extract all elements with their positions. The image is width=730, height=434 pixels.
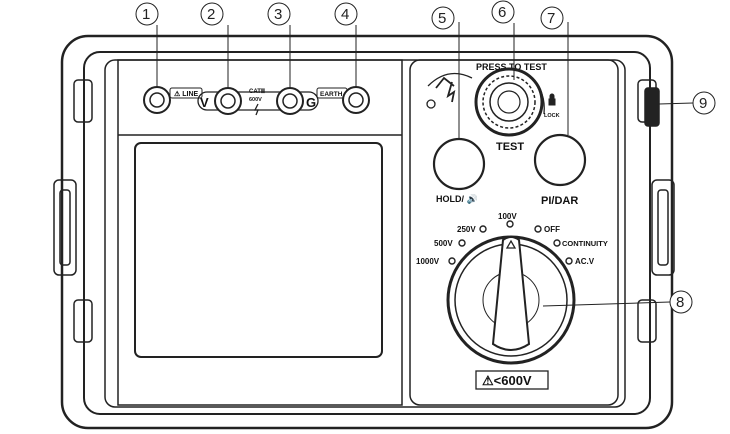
callout-9-number: 9 — [699, 95, 707, 112]
arc-arrow-icon — [427, 72, 473, 87]
right-bumper-ridges — [637, 79, 675, 343]
dial-label-500v: 500V — [434, 239, 453, 248]
g-label: G — [306, 95, 316, 110]
callout-8: 8 — [542, 290, 693, 314]
terminal-earth — [342, 86, 370, 114]
terminal-g — [276, 87, 304, 115]
hold-button[interactable] — [432, 137, 486, 191]
lock-icon — [548, 93, 556, 106]
dial-label-continuity: CONTINUITY — [562, 239, 608, 248]
lcd-display — [134, 142, 383, 358]
terminal-line — [143, 86, 171, 114]
callout-5-number: 5 — [438, 10, 446, 27]
dial-label-100v: 100V — [498, 212, 517, 221]
line-label: ⚠ LINE — [174, 90, 198, 98]
hold-label: HOLD/ 🔊 — [436, 193, 478, 205]
callout-4: 4 — [334, 2, 358, 87]
callout-7: 7 — [540, 6, 569, 135]
lock-label: LOCK — [544, 113, 560, 119]
dial-label-250v: 250V — [457, 225, 476, 234]
voltage-warning-box — [475, 370, 549, 390]
callout-8-number: 8 — [676, 294, 684, 311]
earth-label: EARTH — [320, 91, 343, 98]
voltage-warning-label: ⚠<600V — [482, 373, 532, 388]
callout-6: 6 — [491, 0, 515, 80]
cat-label: CATⅢ — [249, 88, 265, 95]
press-to-test-label: PRESS TO TEST — [476, 62, 547, 72]
pi-dar-button[interactable] — [533, 133, 587, 187]
callout-2: 2 — [200, 2, 229, 88]
meter-outer-case — [60, 34, 674, 430]
test-label: TEST — [496, 141, 524, 153]
cat-voltage: 600V — [249, 97, 262, 103]
dial-label-1000v: 1000V — [416, 257, 440, 266]
indicator-led — [426, 99, 436, 109]
callout-2-number: 2 — [207, 6, 215, 23]
meter-inner-case — [83, 51, 651, 415]
test-rotary-knob[interactable] — [474, 67, 544, 137]
callout-3-number: 3 — [274, 6, 282, 23]
callout-1-number: 1 — [142, 6, 150, 23]
left-panel — [117, 59, 403, 406]
flash-icon — [253, 103, 259, 116]
callout-1: 1 — [135, 2, 159, 87]
dial-label-acv: AC.V — [575, 257, 595, 266]
range-selector-dial[interactable] — [446, 235, 576, 365]
callout-6-number: 6 — [498, 4, 506, 21]
hv-warning-icon — [435, 76, 456, 103]
callout-7-number: 7 — [547, 10, 555, 27]
lock-arc — [531, 77, 545, 115]
terminal-v — [214, 87, 242, 115]
dial-position-markers — [448, 220, 573, 265]
pi-dar-label: PI/DAR — [541, 195, 578, 207]
callout-4-number: 4 — [341, 6, 349, 23]
dial-label-off: OFF — [544, 225, 560, 234]
left-bumper-ridges — [53, 79, 93, 343]
v-label: V — [200, 95, 209, 110]
callout-3: 3 — [267, 2, 291, 88]
callout-5: 5 — [431, 6, 460, 139]
callout-9: 9 — [658, 91, 716, 115]
